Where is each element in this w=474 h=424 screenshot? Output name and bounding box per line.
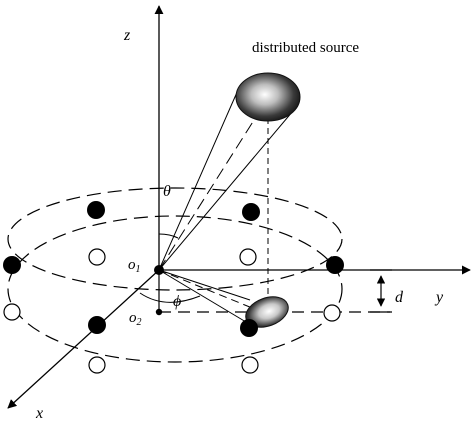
x-axis <box>7 269 160 409</box>
upper-sensor <box>87 201 105 219</box>
lower-sensor <box>323 304 341 322</box>
origin-o2-point <box>155 308 163 316</box>
y-axis-label: y <box>434 289 444 306</box>
origin-o1-point <box>154 265 164 275</box>
distributed-source <box>235 72 301 122</box>
phi-label: ϕ <box>173 293 181 310</box>
upper-sensor <box>88 316 106 334</box>
projection-line-upper <box>158 269 251 301</box>
lower-sensor <box>3 303 21 321</box>
spacing-d-label: d <box>395 289 404 306</box>
cone-center-line <box>158 97 269 271</box>
lower-sensor <box>239 248 257 266</box>
x-axis-label: x <box>35 405 43 422</box>
lower-sensor <box>88 248 106 266</box>
origin-o1-label: o1 <box>128 257 141 275</box>
upper-sensor <box>326 256 344 274</box>
theta-label: θ <box>163 183 171 200</box>
upper-sensor <box>3 256 21 274</box>
origin-o2-label: o2 <box>129 310 142 328</box>
upper-sensor <box>242 203 260 221</box>
projection-center-line <box>158 269 263 313</box>
lower-array-ring <box>7 215 343 363</box>
lower-sensor <box>241 356 259 374</box>
theta-arc <box>158 233 179 239</box>
source-caption: distributed source <box>252 40 359 56</box>
cone-line-right <box>158 104 299 271</box>
phi-arc <box>139 292 201 303</box>
lower-sensor <box>88 356 106 374</box>
upper-sensor <box>240 319 258 337</box>
projection-line-lower <box>158 269 247 323</box>
z-axis-label: z <box>123 27 131 44</box>
cone-line-left <box>158 89 239 271</box>
upper-array-ring <box>7 187 343 291</box>
